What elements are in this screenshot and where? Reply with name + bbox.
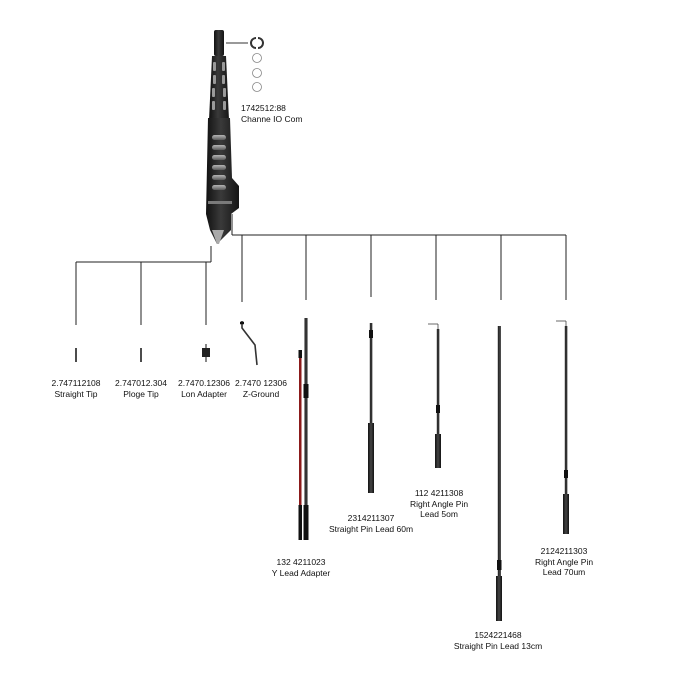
part-number: 112 4211308 [414, 488, 464, 498]
probe-label: 1742512:88 Channe IO Com [241, 103, 302, 125]
accessory-name: Right Angle Pin [409, 498, 469, 509]
probe-tip [212, 230, 224, 244]
accessory-label-right-angle-pin-lead-5om: 112 4211308 Right Angle Pin Lead 5om [410, 488, 468, 520]
ring-connector-icon [252, 82, 262, 92]
straight-pin-lead-60m-icon [368, 323, 374, 493]
part-number: 2.7470 12306 [235, 378, 287, 388]
accessory-label-ploge-tip: 2.747012.304 Ploge Tip [115, 378, 167, 399]
probe-grip-slots [212, 135, 226, 190]
part-number: 2314211307 [347, 513, 395, 523]
part-number: 2.747112108 [51, 378, 101, 388]
y-lead-adapter-icon [298, 318, 309, 540]
accessory-name: Straight Pin Lead 60m [328, 523, 414, 534]
accessory-name: Straight Pin Lead 13cm [453, 640, 543, 651]
accessory-name: Straight Tip [54, 388, 98, 399]
accessory-name: Lead 70um [542, 567, 586, 577]
part-number: 2124211303 [540, 546, 588, 556]
probe-cable [214, 30, 224, 56]
connector-tree [75, 214, 567, 325]
accessory-name: Lon Adapter [181, 388, 227, 399]
accessory-label-straight-pin-lead-13cm: 1524221468 Straight Pin Lead 13cm [454, 630, 542, 651]
probe-name: Channe IO Com [241, 114, 303, 124]
part-number: 1524221468 [474, 630, 522, 640]
part-number: 2.7470.12306 [178, 378, 230, 388]
accessory-name: Ploge Tip [123, 388, 159, 399]
right-angle-pin-lead-5om-icon [428, 323, 441, 468]
part-number: 2.747012.304 [115, 378, 167, 388]
probe-ridges [212, 62, 226, 110]
part-number: 132 4211023 [276, 557, 326, 567]
accessory-name: Y Lead Adapter [271, 567, 331, 578]
ring-connector-icon-group [252, 53, 262, 92]
accessory-name: Lead 5om [420, 509, 458, 519]
accessory-label-y-lead-adapter: 132 4211023 Y Lead Adapter [272, 557, 330, 578]
accessory-name: Right Angle Pin [534, 556, 594, 567]
accessory-label-lon-adapter: 2.7470.12306 Lon Adapter [178, 378, 230, 399]
accessory-name: Z-Ground [242, 388, 280, 399]
lon-adapter-icon [202, 344, 210, 362]
z-ground-icon [240, 321, 258, 366]
right-angle-pin-lead-70um-icon [556, 320, 569, 534]
ring-connector-icon [252, 53, 262, 63]
probe [206, 30, 239, 244]
probe-strain-relief [209, 56, 229, 120]
ring-connector-icon [252, 68, 262, 78]
accessory-label-straight-tip: 2.747112108 Straight Tip [51, 378, 100, 399]
ring-connector-icon [226, 37, 264, 49]
accessory-label-z-ground: 2.7470 12306 Z-Ground [235, 378, 287, 399]
probe-band [208, 201, 232, 204]
accessory-label-right-angle-pin-lead-70um: 2124211303 Right Angle Pin Lead 70um [535, 546, 593, 578]
accessory-label-straight-pin-lead-60m: 2314211307 Straight Pin Lead 60m [329, 513, 413, 534]
probe-part-number: 1742512:88 [241, 103, 286, 113]
straight-pin-lead-13cm-icon [496, 326, 502, 621]
